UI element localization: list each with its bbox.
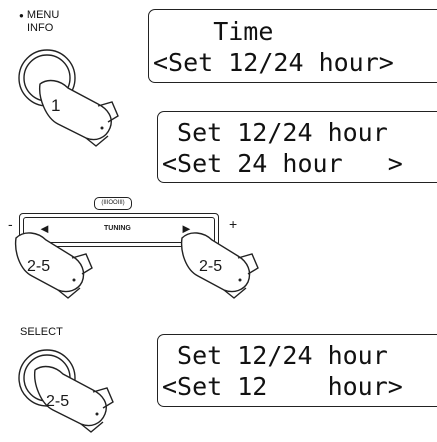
bullet-icon: ● [19,11,24,20]
step-number-right: 2-5 [199,258,223,275]
step-number-left: 2-5 [27,258,51,275]
lcd-display-time: Time <Set 12/24 hour> [148,9,437,83]
tuning-inner-frame [23,217,215,243]
pressing-hand-left-icon [14,232,93,299]
select-label: SELECT [20,326,63,338]
lcd-line-2: <Set 24 hour > [162,149,403,178]
lcd-line-1: Set 12/24 hour [162,118,388,147]
menu-label: MENU [26,9,60,21]
lcd-display-12-hour: Set 12/24 hour <Set 12 hour> [157,334,437,407]
lcd-line-2: <Set 12/24 hour> [153,48,394,77]
lcd-line-2: <Set 12 hour> [162,372,403,401]
lcd-line-1: Time [153,17,274,46]
tuning-left-arrow-icon[interactable]: ◄ [38,221,51,236]
tuning-minus-sign: - [8,216,13,232]
pressing-hand-right-icon [180,232,259,299]
lcd-line-1: Set 12/24 hour [162,341,388,370]
tuning-plus-sign: + [229,216,238,232]
pressing-hand-icon [39,79,119,147]
step-number-select: 2-5 [46,393,70,410]
info-label: INFO [27,22,54,34]
step-number-1: 1 [51,96,61,115]
menu-label-row: ● MENU [19,9,59,22]
tuning-label: TUNING [104,225,131,232]
pressing-hand-select-icon [34,365,114,433]
lcd-display-24-hour: Set 12/24 hour <Set 24 hour > [157,111,437,183]
tuning-right-arrow-icon[interactable]: ► [180,221,193,236]
tuning-button[interactable]: ◄ TUNING ► [19,213,219,247]
tuning-badge: (IIIOOIII) [94,197,132,210]
